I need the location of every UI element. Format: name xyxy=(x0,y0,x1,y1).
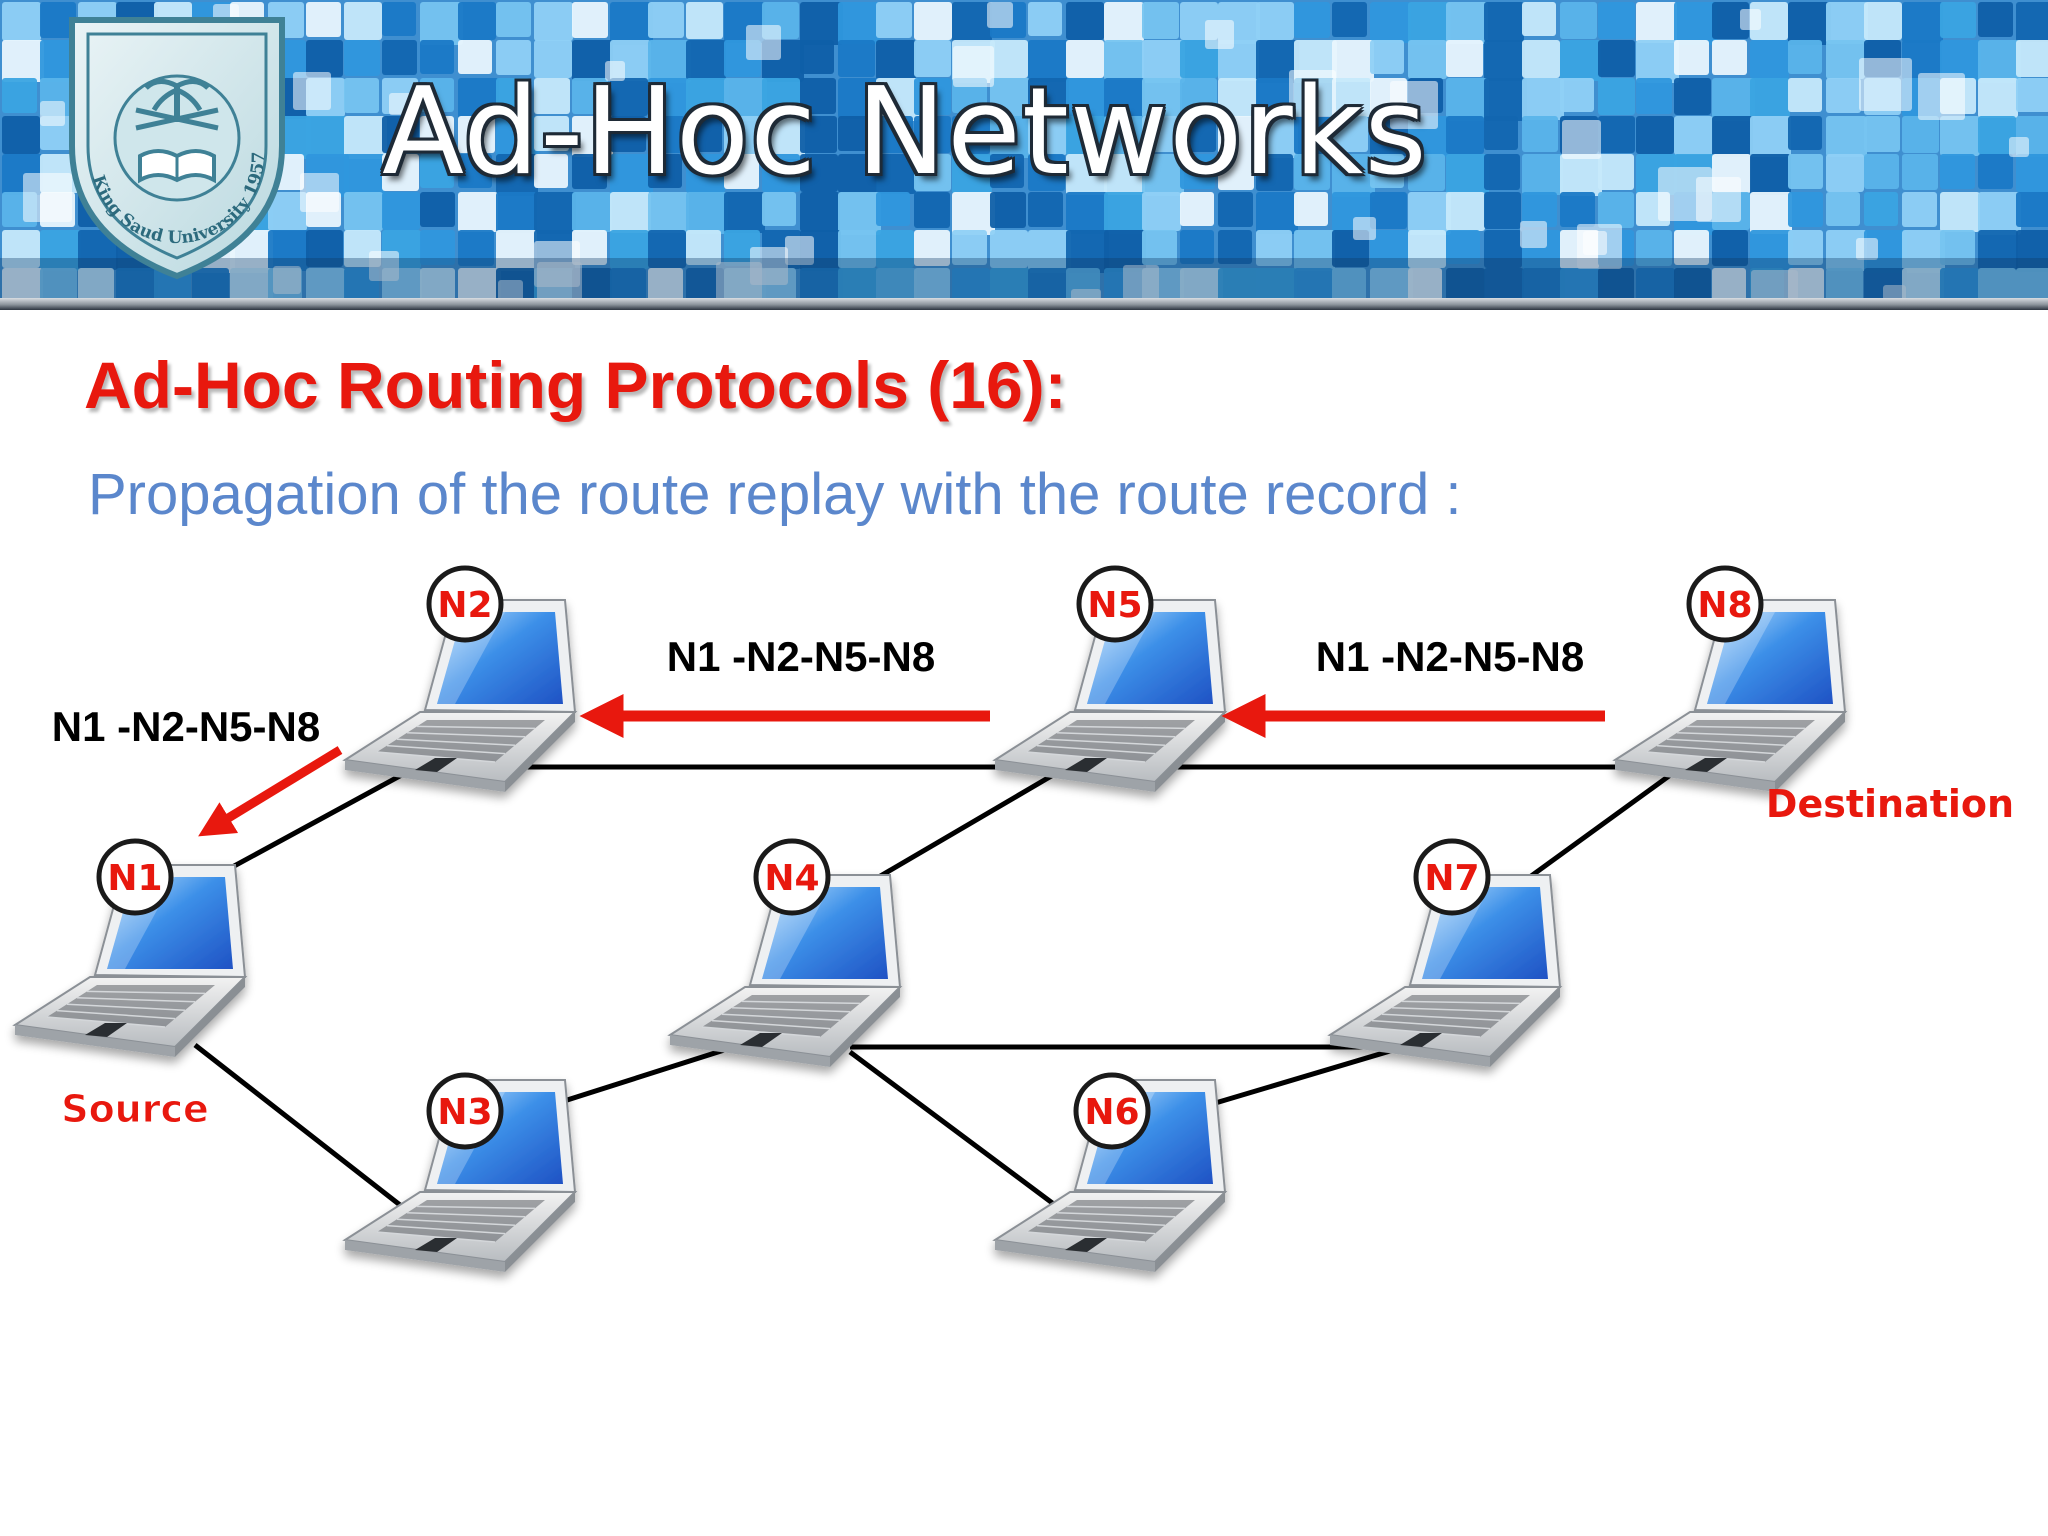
node-label-n8: N8 xyxy=(1697,585,1752,626)
deck-title: Ad-Hoc Networks xyxy=(382,63,1428,202)
university-seal-logo: King Saud University 1957 xyxy=(69,17,285,280)
node-badge-n7: N7 xyxy=(1413,838,1491,916)
link-n4-n5 xyxy=(846,765,1067,898)
node-label-n4: N4 xyxy=(764,858,819,899)
laptops-layer xyxy=(12,599,1848,1272)
role-label-destination: Destination xyxy=(1766,782,2014,826)
node-badge-n5: N5 xyxy=(1076,565,1154,643)
node-badge-n1: N1 xyxy=(96,838,174,916)
link-n1-n3 xyxy=(193,1043,402,1207)
node-badge-n2: N2 xyxy=(426,565,504,643)
link-n4-n6 xyxy=(848,1049,1057,1208)
node-badge-n3: N3 xyxy=(426,1072,504,1150)
laptop-icon-n2 xyxy=(342,599,578,792)
role-labels: Source Destination xyxy=(61,782,2014,1132)
node-badge-n4: N4 xyxy=(753,838,831,916)
route-record-label-n5-n2: N1 -N2-N5-N8 xyxy=(667,633,935,680)
route-reply-arrows xyxy=(198,694,1605,837)
node-label-n7: N7 xyxy=(1424,858,1479,899)
laptop-icon-n7 xyxy=(1327,874,1563,1067)
route-record-label-n8-n5: N1 -N2-N5-N8 xyxy=(1316,633,1584,680)
slide-heading: Ad-Hoc Routing Protocols (16): xyxy=(84,348,1067,422)
route-record-label-n2-n1: N1 -N2-N5-N8 xyxy=(52,703,320,750)
node-label-n2: N2 xyxy=(437,585,492,626)
role-label-source: Source xyxy=(61,1087,209,1131)
node-label-n6: N6 xyxy=(1084,1092,1139,1133)
route-arrow-n2-to-n1 xyxy=(198,746,343,837)
laptop-icon-n1 xyxy=(12,864,248,1057)
node-badge-n6: N6 xyxy=(1073,1072,1151,1150)
node-badge-n8: N8 xyxy=(1686,565,1764,643)
network-diagram: N1 -N2-N5-N8 N1 -N2-N5-N8 N1 -N2-N5-N8 N… xyxy=(12,565,2014,1272)
link-n7-n8 xyxy=(1503,765,1682,898)
node-label-n3: N3 xyxy=(437,1092,492,1133)
slide-subheading: Propagation of the route replay with the… xyxy=(88,462,1462,527)
node-label-n1: N1 xyxy=(107,858,162,899)
route-record-labels: N1 -N2-N5-N8 N1 -N2-N5-N8 N1 -N2-N5-N8 xyxy=(52,633,1584,750)
banner-divider xyxy=(0,298,2048,310)
node-label-n5: N5 xyxy=(1087,585,1142,626)
